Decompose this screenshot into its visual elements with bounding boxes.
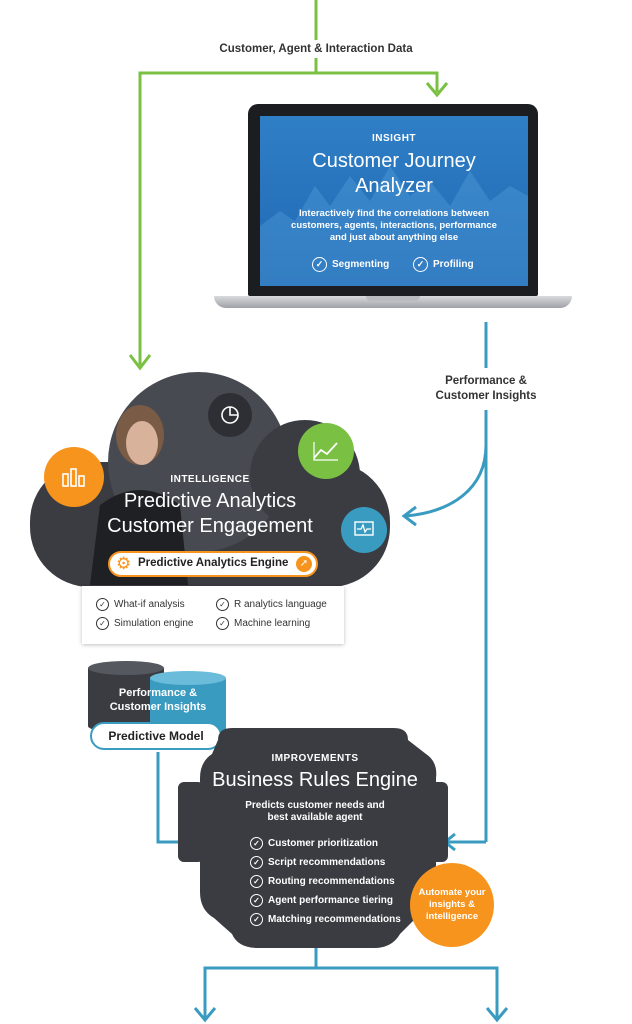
feature-simulation: ✓ Simulation engine xyxy=(96,617,194,630)
green-arrow-right xyxy=(425,82,449,98)
insight-kicker: INSIGHT xyxy=(371,133,417,144)
improvement-label: Customer prioritization xyxy=(268,838,379,850)
check-icon: ✓ xyxy=(312,257,327,272)
intelligence-title-line2: Customer Engagement xyxy=(107,515,313,537)
gear-icon: ⚙ xyxy=(116,554,132,573)
check-icon: ✓ xyxy=(413,257,428,272)
automate-badge: Automate your insights & intelligence xyxy=(410,863,494,947)
laptop-base xyxy=(214,296,572,308)
feature-label: Simulation engine xyxy=(114,618,194,630)
feature-label: Profiling xyxy=(433,259,474,271)
check-icon: ✓ xyxy=(250,837,263,850)
badge-line3: intelligence xyxy=(425,911,479,922)
feature-r-analytics: ✓ R analytics language xyxy=(216,598,327,611)
engine-label: Predictive Analytics Engine xyxy=(138,557,289,569)
check-icon: ✓ xyxy=(250,894,263,907)
laptop-screen xyxy=(260,116,528,286)
monitor-badge xyxy=(341,507,387,553)
improvement-label: Matching recommendations xyxy=(268,914,401,926)
blue-curve xyxy=(405,444,488,518)
check-icon: ✓ xyxy=(216,598,229,611)
green-line-branch xyxy=(138,71,439,365)
improvement-label: Agent performance tiering xyxy=(268,895,394,907)
improvement-label: Script recommendations xyxy=(268,857,386,869)
blue-arrow-down-right xyxy=(485,1007,509,1023)
trend-badge xyxy=(298,423,354,479)
intelligence-kicker: INTELLIGENCE xyxy=(170,474,250,485)
improvements-subtitle-line2: best available agent xyxy=(267,812,363,823)
blue-line-split xyxy=(203,966,499,1020)
feature-label: Machine learning xyxy=(234,618,311,630)
insight-desc-line3: and just about anything else xyxy=(329,232,459,243)
intelligence-feature-box: ✓What-if analysis ✓R analytics language … xyxy=(82,586,344,644)
monitor-pulse-icon xyxy=(354,521,374,536)
feature-label: R analytics language xyxy=(234,599,327,611)
insight-feature-segmenting: ✓ Segmenting xyxy=(312,257,389,272)
top-data-label: Customer, Agent & Interaction Data xyxy=(219,43,413,55)
db-label-line1: Performance & xyxy=(118,687,198,699)
improvement-item: ✓ Script recommendations xyxy=(250,856,385,869)
green-arrow-left xyxy=(128,354,152,371)
badge-line2: insights & xyxy=(429,899,475,910)
improvement-label: Routing recommendations xyxy=(268,876,395,888)
improvement-item: ✓ Customer prioritization xyxy=(250,837,378,850)
predictive-model-pill: Predictive Model xyxy=(90,722,222,750)
bar-chart-icon xyxy=(62,468,85,487)
db-label-line2: Customer Insights xyxy=(109,701,207,713)
laptop-notch xyxy=(366,296,420,301)
engine-shape xyxy=(178,728,448,948)
check-icon: ✓ xyxy=(250,875,263,888)
side-label-line2: Customer Insights xyxy=(435,390,537,402)
check-icon: ✓ xyxy=(250,913,263,926)
feature-label: Segmenting xyxy=(332,259,390,271)
compass-icon: ➚ xyxy=(296,556,312,572)
pie-chart-icon xyxy=(221,406,239,424)
feature-what-if: ✓ What-if analysis xyxy=(96,598,185,611)
badge-line1: Automate your xyxy=(418,887,486,898)
insight-desc-line1: Interactively find the correlations betw… xyxy=(298,208,490,219)
check-icon: ✓ xyxy=(96,598,109,611)
line-chart-icon xyxy=(313,442,338,461)
blue-arrow-curve xyxy=(401,505,417,527)
predictive-engine-pill: ⚙ Predictive Analytics Engine ➚ xyxy=(108,551,318,577)
side-label-line1: Performance & xyxy=(445,375,527,387)
feature-label: What-if analysis xyxy=(114,599,185,611)
improvements-kicker: IMPROVEMENTS xyxy=(271,753,359,764)
blue-arrow-down-left xyxy=(193,1007,217,1023)
bar-chart-badge xyxy=(44,447,104,507)
insight-feature-profiling: ✓ Profiling xyxy=(413,257,474,272)
improvements-subtitle-line1: Predicts customer needs and xyxy=(245,800,385,811)
improvements-title: Business Rules Engine xyxy=(212,769,418,791)
insight-title-line1: Customer Journey xyxy=(312,150,476,172)
intelligence-title-line1: Predictive Analytics xyxy=(123,490,297,512)
insight-desc-line2: customers, agents, interactions, perform… xyxy=(291,220,497,231)
pie-chart-badge xyxy=(208,393,252,437)
improvement-item: ✓ Matching recommendations xyxy=(250,913,401,926)
insight-title-line2: Analyzer xyxy=(355,175,433,197)
check-icon: ✓ xyxy=(216,617,229,630)
screen-background-chart xyxy=(260,166,528,286)
improvement-item: ✓ Routing recommendations xyxy=(250,875,395,888)
check-icon: ✓ xyxy=(250,856,263,869)
check-icon: ✓ xyxy=(96,617,109,630)
improvement-item: ✓ Agent performance tiering xyxy=(250,894,393,907)
feature-machine-learning: ✓ Machine learning xyxy=(216,617,310,630)
